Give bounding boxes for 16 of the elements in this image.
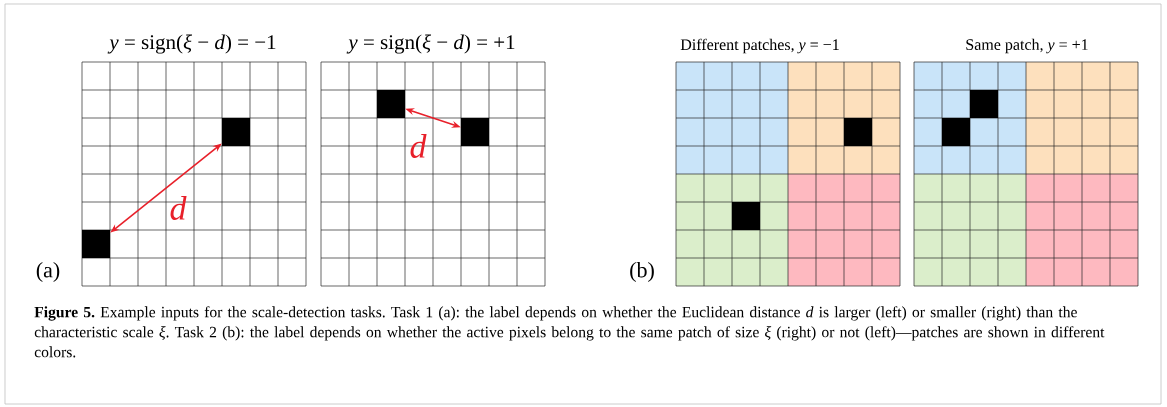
- panel-title: Same patch, y = +1: [966, 38, 1088, 54]
- active-pixel: [461, 118, 489, 146]
- panel-title: Different patches, y = −1: [680, 38, 839, 54]
- active-pixel: [377, 90, 405, 118]
- edge-label: d: [410, 134, 427, 158]
- active-pixel: [732, 202, 760, 230]
- panel-title: y = sign(ξ − d) = −1: [107, 34, 276, 54]
- active-pixel: [970, 90, 998, 118]
- panel-letter: (b): [630, 262, 654, 282]
- panel-letter: (a): [36, 262, 60, 282]
- edge-label: d: [170, 196, 187, 220]
- active-pixel: [82, 230, 110, 258]
- panel-title: y = sign(ξ − d) = +1: [346, 34, 515, 54]
- active-pixel: [942, 118, 970, 146]
- active-pixel: [222, 118, 250, 146]
- active-pixel: [844, 118, 872, 146]
